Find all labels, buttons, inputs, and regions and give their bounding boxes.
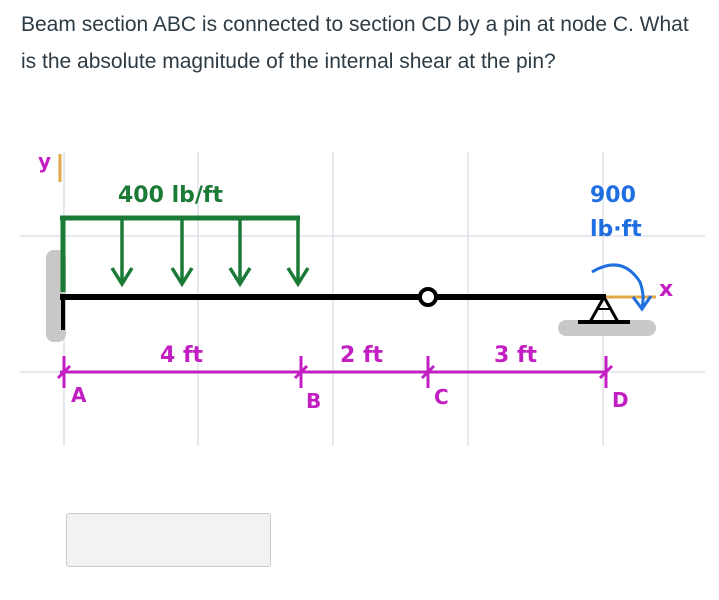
moment-label-value: 900 bbox=[590, 183, 636, 208]
answer-input[interactable] bbox=[66, 513, 271, 567]
dimension-label-ab: 4 ft bbox=[160, 343, 204, 368]
dimension-label-cd: 3 ft bbox=[494, 343, 538, 368]
distributed-load bbox=[60, 215, 310, 292]
dimension-label-bc: 2 ft bbox=[340, 343, 384, 368]
roller-support-d bbox=[558, 293, 656, 336]
distributed-load-label: 400 lb/ft bbox=[118, 183, 223, 208]
node-label-d: D bbox=[612, 388, 629, 412]
node-label-c: C bbox=[434, 385, 449, 409]
y-axis-label: y bbox=[38, 149, 51, 173]
y-axis-marker: y bbox=[38, 149, 62, 182]
dimension-line bbox=[56, 356, 614, 388]
node-label-b: B bbox=[306, 389, 321, 413]
moment-label-unit: lb·ft bbox=[590, 217, 642, 242]
x-axis-label: x bbox=[659, 277, 673, 302]
beam-diagram: y 400 lb/ft x 900 bbox=[20, 149, 705, 446]
node-label-a: A bbox=[71, 383, 87, 407]
question-text: Beam section ABC is connected to section… bbox=[21, 13, 689, 73]
pin-c bbox=[418, 287, 438, 307]
moment-arrow bbox=[591, 263, 653, 312]
